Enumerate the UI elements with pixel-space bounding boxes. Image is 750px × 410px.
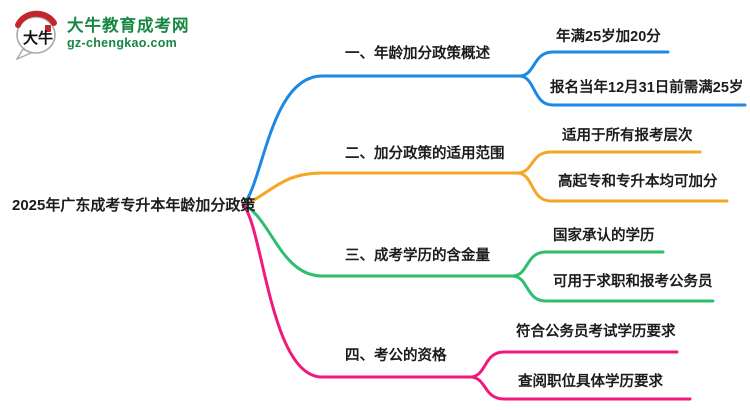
branch-3-leaf-2: 可用于求职和报考公务员 — [553, 274, 713, 290]
branch-4-leaf-2: 查阅职位具体学历要求 — [518, 374, 663, 390]
branch-2-leaf-2: 高起专和专升本均可加分 — [558, 174, 718, 190]
red-arc — [15, 10, 57, 28]
branch-3-label: 三、成考学历的含金量 — [345, 248, 490, 264]
root-topic: 2025年广东成考专升本年龄加分政策 — [12, 197, 256, 214]
red-seal — [45, 25, 51, 32]
logo-ideograms: 大牛 — [23, 29, 53, 47]
branch-2-child-1-connector — [515, 150, 702, 175]
branch-1-child-1-connector — [517, 50, 670, 78]
branch-1-connector — [241, 74, 521, 207]
site-logo: 大牛 大牛教育成考网 gz-chengkao.com — [12, 8, 190, 60]
site-domain: gz-chengkao.com — [67, 36, 178, 50]
branch-1-child-2-connector — [517, 74, 747, 107]
branch-1-leaf-1: 年满25岁加20分 — [556, 29, 661, 45]
branch-4-leaf-1: 符合公务员考试学历要求 — [516, 324, 676, 340]
branch-1-label: 一、年龄加分政策概述 — [345, 46, 490, 62]
branch-4-label: 四、考公的资格 — [345, 348, 447, 364]
branch-3-leaf-1: 国家承认的学历 — [553, 228, 655, 244]
branch-2-connector — [241, 171, 519, 207]
branch-2-label: 二、加分政策的适用范围 — [345, 146, 505, 162]
branch-3-connector — [241, 203, 514, 278]
site-name: 大牛教育成考网 — [67, 17, 190, 35]
branch-3-child-1-connector — [510, 250, 665, 278]
branch-4-connector — [241, 203, 472, 379]
branch-1-leaf-2: 报名当年12月31日前需满25岁 — [550, 80, 744, 96]
branch-2-child-2-connector — [515, 171, 729, 203]
daniu-bubble-icon: 大牛 — [15, 10, 57, 60]
logo-text-block: 大牛教育成考网 gz-chengkao.com — [67, 17, 190, 51]
branch-2-leaf-1: 适用于所有报考层次 — [562, 128, 693, 144]
branch-3-child-2-connector — [510, 274, 715, 303]
branch-4-child-2-connector — [468, 375, 692, 401]
